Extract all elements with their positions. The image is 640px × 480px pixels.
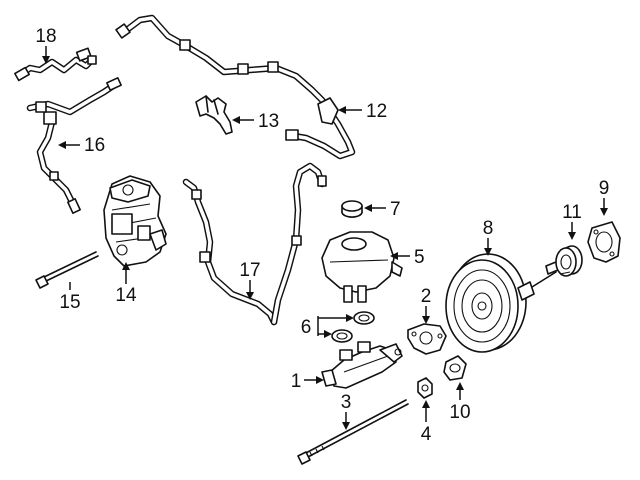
part-18-hose bbox=[14, 47, 97, 82]
callout-14: 14 bbox=[115, 285, 137, 306]
callout-1: 1 bbox=[291, 371, 302, 392]
callout-7: 7 bbox=[390, 199, 401, 220]
callout-11: 11 bbox=[562, 202, 582, 223]
part-9-gasket bbox=[587, 221, 621, 263]
part-11-grommet bbox=[555, 245, 583, 277]
part-3-rod bbox=[297, 399, 409, 465]
callout-18: 18 bbox=[35, 26, 56, 47]
part-13-bracket bbox=[195, 95, 233, 135]
part-7-cap bbox=[341, 200, 363, 218]
part-1-master-cylinder bbox=[321, 341, 403, 389]
part-5-reservoir bbox=[321, 231, 403, 303]
callout-16: 16 bbox=[84, 135, 105, 156]
part-8-booster bbox=[445, 253, 559, 353]
callout-3: 3 bbox=[341, 392, 352, 413]
part-12-hose bbox=[115, 14, 356, 160]
part-15-bolt bbox=[35, 251, 99, 289]
callout-4: 4 bbox=[421, 424, 432, 445]
part-10-bushing bbox=[443, 355, 467, 381]
callout-labels: 18 16 12 13 7 5 14 15 17 6 2 1 3 4 10 8 … bbox=[35, 26, 609, 445]
callout-6: 6 bbox=[301, 317, 312, 338]
callout-5: 5 bbox=[414, 247, 425, 268]
callout-17: 17 bbox=[239, 260, 260, 281]
callout-8: 8 bbox=[483, 218, 494, 239]
callout-2: 2 bbox=[421, 286, 432, 307]
leader-lines bbox=[42, 46, 608, 430]
callout-13: 13 bbox=[258, 111, 279, 132]
callout-12: 12 bbox=[366, 101, 387, 122]
callout-9: 9 bbox=[599, 178, 610, 199]
callout-15: 15 bbox=[59, 292, 80, 313]
part-16-hose bbox=[26, 77, 122, 214]
part-17-brake-line bbox=[182, 162, 327, 326]
part-14-module bbox=[103, 175, 167, 267]
part-6-seals bbox=[331, 311, 375, 343]
callout-10: 10 bbox=[449, 402, 470, 423]
part-4-nut bbox=[417, 377, 433, 399]
part-2-gasket bbox=[407, 323, 447, 355]
